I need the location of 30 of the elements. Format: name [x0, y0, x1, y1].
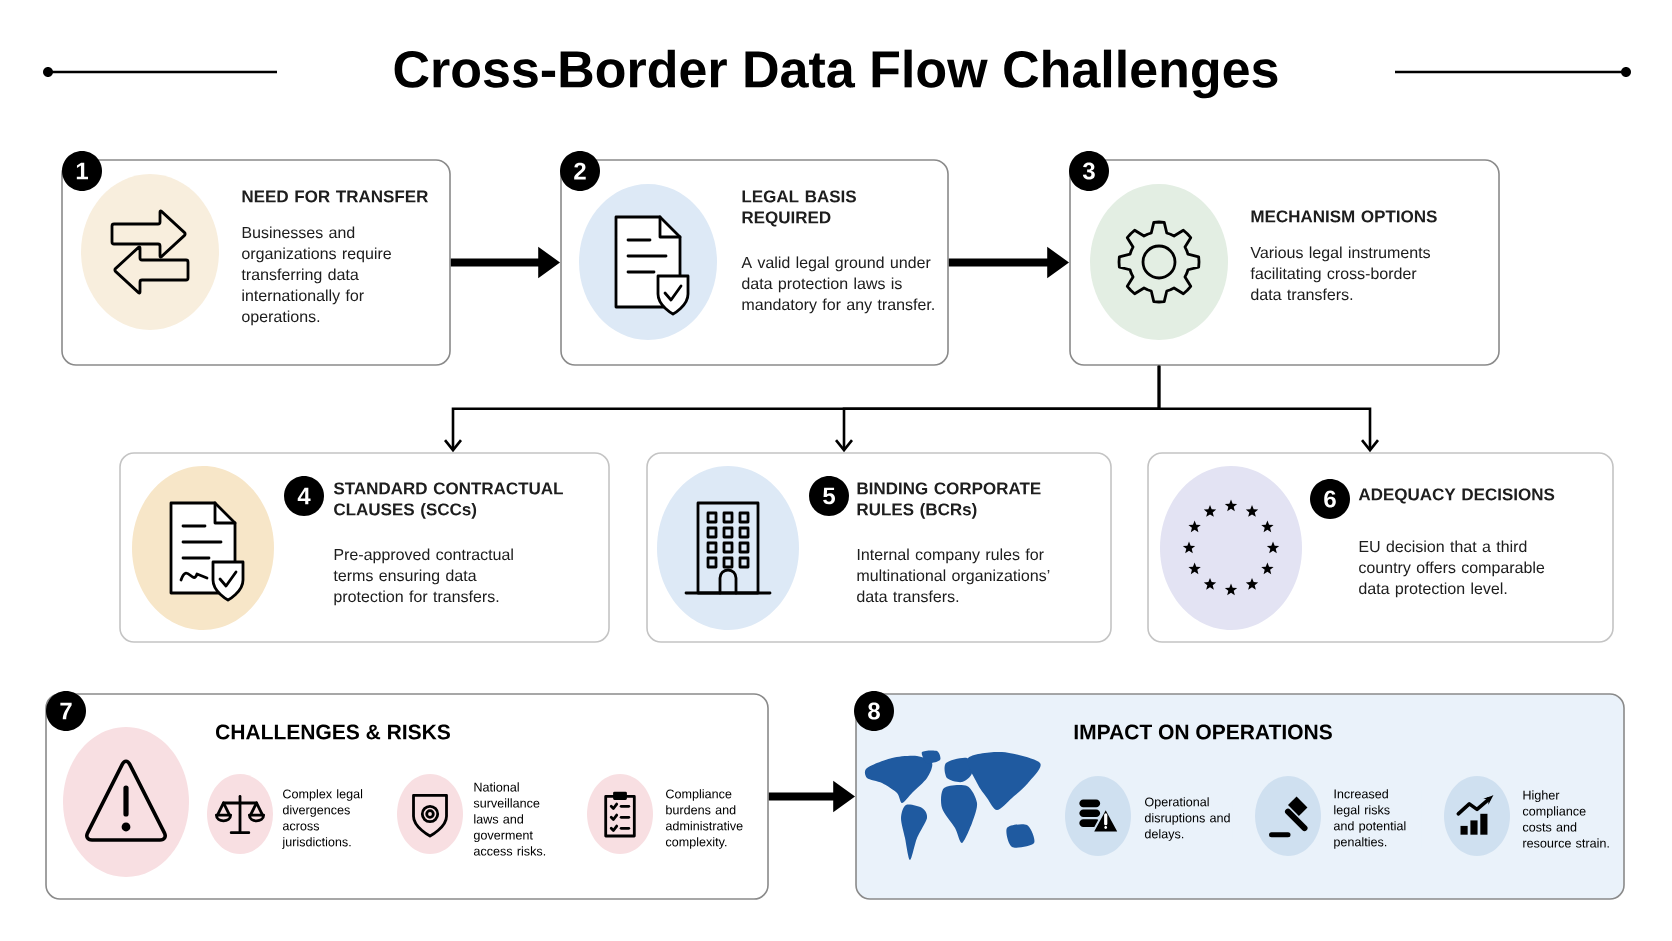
- body-text: Internal company rules for multinational organizations’ data transfers.: [857, 548, 1050, 603]
- number-badge: 3: [1069, 151, 1109, 191]
- item-text: Compliance burdens and administrative complexity.: [665, 789, 758, 849]
- item-text: Operational disruptions and delays.: [1144, 797, 1233, 841]
- body-text: Various legal instruments facilitating cross-border data transfers.: [1250, 246, 1431, 301]
- body-text: EU decision that a third country offers comparable data protection level.: [1359, 540, 1545, 598]
- box-heading: LEGAL BASIS REQUIRED: [742, 190, 856, 227]
- number-badge: 2: [560, 151, 600, 191]
- item-text: Higher compliance costs and resource strain.: [1522, 790, 1611, 848]
- number-badge: 4: [284, 476, 324, 516]
- item-text: National surveillance laws and goverment access risks.: [473, 782, 566, 856]
- box-heading: IMPACT ON OPERATIONS: [1074, 724, 1332, 740]
- box-heading: STANDARD CONTRACTUAL CLAUSES (SCCs): [333, 482, 563, 519]
- arrow: [1157, 365, 1380, 453]
- box-heading: MECHANISM OPTIONS: [1251, 210, 1437, 223]
- number-badge: 1: [62, 151, 102, 191]
- number-badge: 6: [1310, 479, 1350, 519]
- number-badge: 7: [46, 691, 86, 731]
- item-text: Complex legal divergences across jurisdictions.: [282, 789, 375, 849]
- item-text: Increased legal risks and potential penalties.: [1333, 789, 1422, 849]
- box-heading: NEED FOR TRANSFER: [242, 190, 429, 203]
- number-badge: 8: [854, 691, 894, 731]
- body-text: A valid legal ground under data protection laws is mandatory for any transfer.: [741, 256, 934, 314]
- box-heading: CHALLENGES & RISKS: [216, 724, 450, 740]
- title: Cross-Border Data Flow Challenges: [394, 49, 1278, 99]
- body-text: Businesses and organizations require transferring data internationally for operations.: [241, 226, 391, 326]
- box-heading: ADEQUACY DECISIONS: [1358, 488, 1555, 504]
- number-badge: 5: [809, 476, 849, 516]
- box-heading: BINDING CORPORATE RULES (BCRs): [857, 482, 1041, 519]
- body-text: Pre-approved contractual terms ensuring data protection for transfers.: [333, 548, 513, 606]
